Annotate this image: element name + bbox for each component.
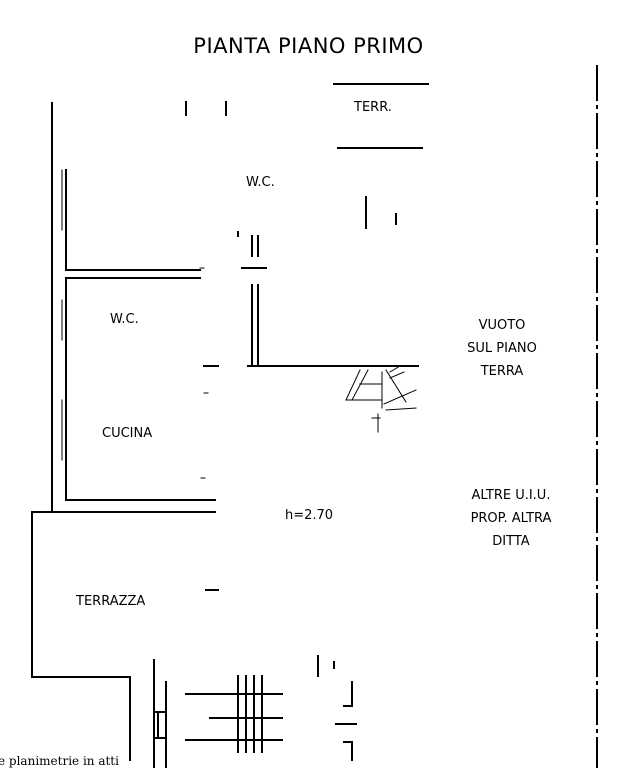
note-vuoto-2: SUL PIANO — [467, 341, 537, 356]
note-altre-2: PROP. ALTRA — [470, 511, 552, 526]
note-vuoto-1: VUOTO — [478, 318, 526, 333]
room-label-wc-lower: W.C. — [110, 312, 139, 327]
note-vuoto-3: TERRA — [480, 364, 524, 379]
plan-title: PIANTA PIANO PRIMO — [193, 34, 424, 58]
room-label-terr: TERR. — [354, 100, 392, 115]
lower-stair — [153, 655, 357, 768]
room-label-terrazza: TERRAZZA — [76, 594, 146, 609]
room-label-cucina: CUCINA — [102, 426, 153, 441]
room-label-wc-upper: W.C. — [246, 175, 275, 190]
note-altre-3: DITTA — [492, 534, 530, 549]
note-altre-1: ALTRE U.I.U. — [471, 488, 551, 503]
stair-symbol — [345, 365, 417, 433]
height-label: h=2.70 — [285, 508, 334, 523]
footer-note: e planimetrie in atti — [0, 754, 119, 768]
